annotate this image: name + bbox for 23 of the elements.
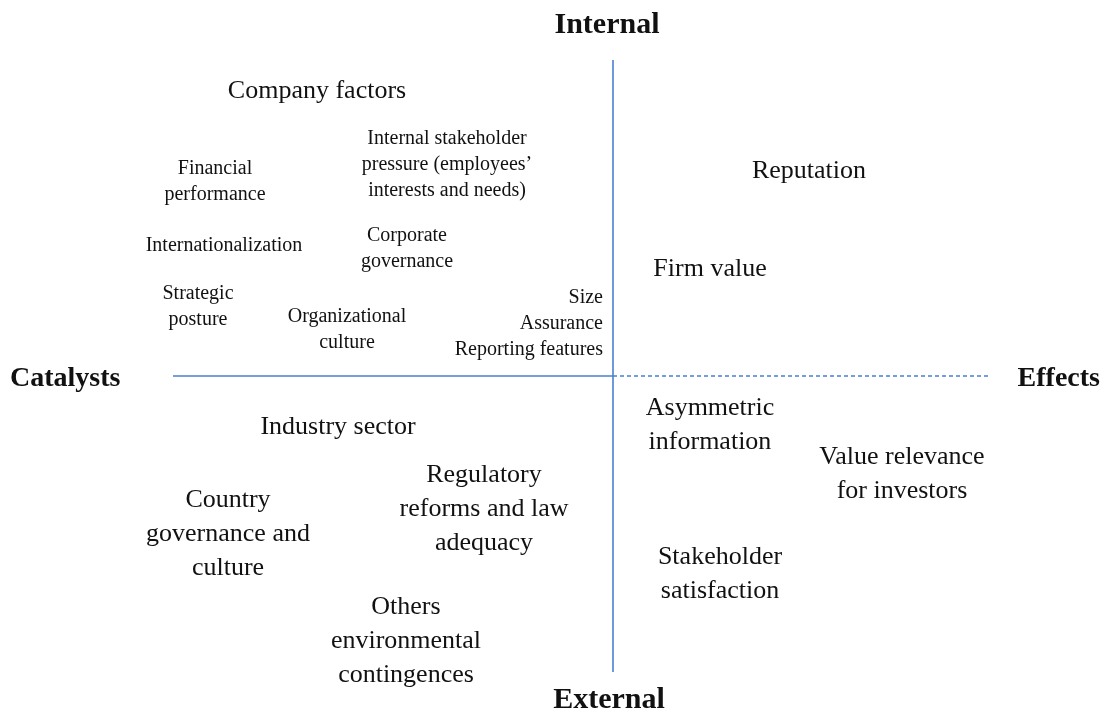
effect-label: Firm value (653, 252, 767, 284)
factor-label: Size (568, 284, 603, 309)
effect-label: Value relevance for investors (818, 440, 986, 506)
factor-label: Internationalization (145, 232, 303, 257)
factor-label: Internal stakeholder pressure (employees’ interests and needs) (360, 125, 534, 202)
factor-label: Others environmental contingences (329, 590, 483, 690)
group-heading: Company factors (227, 74, 407, 106)
factor-label: Reporting features (454, 336, 603, 361)
axis-label: Internal (554, 5, 660, 41)
factor-label: Corporate governance (359, 222, 455, 273)
factor-label: Regulatory reforms and law adequacy (398, 458, 570, 558)
factor-label: Country governance and culture (145, 483, 311, 583)
axis-label: External (553, 680, 665, 713)
effect-label: Asymmetric information (644, 391, 776, 457)
factor-label: Financial performance (163, 155, 267, 206)
factor-label: Assurance (519, 310, 603, 335)
axis-label: Catalysts (10, 360, 121, 394)
factor-label: Industry sector (260, 410, 416, 442)
effect-label: Stakeholder satisfaction (656, 540, 784, 606)
axis-label: Effects (1017, 360, 1100, 394)
effect-label: Reputation (751, 154, 867, 186)
factor-label: Strategic posture (161, 280, 235, 331)
factor-label: Organizational culture (286, 303, 408, 354)
